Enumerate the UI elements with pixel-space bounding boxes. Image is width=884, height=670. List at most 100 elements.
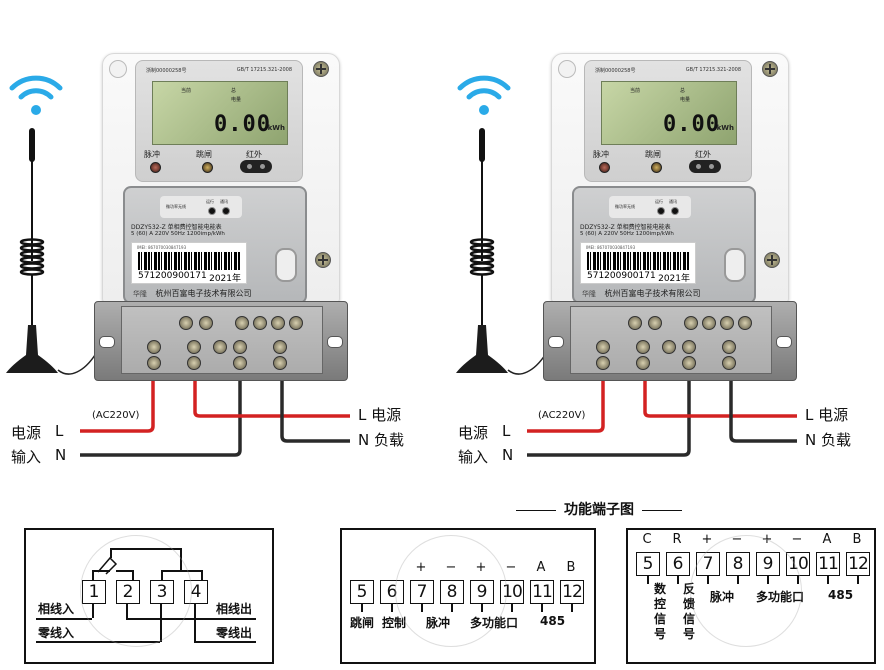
terminal-6-tick xyxy=(677,576,679,584)
neutral-in-line xyxy=(36,641,160,643)
terminal-screw-icon xyxy=(273,340,287,354)
rs485-label: 485 xyxy=(828,588,854,602)
bridge-line xyxy=(92,570,110,572)
neutral-output-wire xyxy=(729,376,797,443)
pulse-label: 脉冲 xyxy=(710,590,735,604)
serial-number: 571200900171 xyxy=(138,271,207,281)
input-label: 输入 xyxy=(458,448,489,466)
input-l-label: L xyxy=(502,422,511,440)
terminal-screw-icon xyxy=(722,340,736,354)
standard-text: GB/T 17215.321-2008 xyxy=(685,67,741,73)
title-dash xyxy=(516,509,556,511)
lead-line xyxy=(194,604,196,642)
run-led-icon xyxy=(657,207,665,215)
barcode-label: IMEI: 867070030847193 571200900171 2021年 xyxy=(131,242,247,284)
pulse-label: 脉冲 xyxy=(593,150,609,159)
manufacturer-name: 杭州百富电子技术有限公司 xyxy=(604,289,701,298)
bridge-line xyxy=(110,548,112,558)
brand-logo: 华隆 xyxy=(582,290,596,298)
terminal-block xyxy=(543,301,797,381)
multifunction-label: 多功能口 xyxy=(756,590,805,604)
terminal-5-tick xyxy=(647,576,649,584)
seal-icon xyxy=(558,60,576,78)
terminal-screw-icon xyxy=(273,356,287,370)
meter-body: 浙制00000258号 GB/T 17215.321-2008 当前 总 电量 … xyxy=(102,53,340,304)
lcd-label-current: 当前 xyxy=(181,88,192,94)
imei-text: IMEI: 867070030847193 xyxy=(586,245,636,250)
brand-line: 华隆 杭州百富电子技术有限公司 xyxy=(582,288,701,299)
numeric-signal-label: 数控信号 xyxy=(654,582,667,641)
terminal-12: 12 xyxy=(846,552,870,576)
title-dash xyxy=(642,509,682,511)
terminal-11-tick xyxy=(827,576,829,584)
control-label: 控制 xyxy=(382,616,407,630)
antenna-icon xyxy=(6,128,58,373)
rs485-label: 485 xyxy=(540,614,566,628)
lcd-label-energy: 电量 xyxy=(680,97,691,103)
lcd-label-current: 当前 xyxy=(630,88,641,94)
bridge-line xyxy=(161,570,201,572)
neutral-input-wire xyxy=(527,376,691,457)
bridge-line xyxy=(161,570,163,580)
terminal-11-sign: A xyxy=(822,532,832,547)
infrared-label: 红外 xyxy=(246,150,262,159)
terminal-6: 6 xyxy=(380,580,404,604)
comm-led-icon xyxy=(222,207,230,215)
input-l-label: L xyxy=(55,422,64,440)
terminal-screw-icon xyxy=(596,356,610,370)
neutral-output-wire xyxy=(280,376,350,443)
wifi-icon xyxy=(457,75,511,115)
output-l-label: L 电源 xyxy=(805,406,849,424)
terminal-screw-icon xyxy=(147,356,161,370)
model-text: DDZY532-Z 单相费控智能电能表 xyxy=(580,224,671,231)
mount-slot xyxy=(776,336,792,348)
lcd-label-total: 总 xyxy=(680,88,686,94)
model-text: DDZY532-Z 单相费控智能电能表 xyxy=(131,224,222,231)
wireless-module: 微功率无线 运行 通讯 xyxy=(160,196,242,218)
title-text: 功能端子图 xyxy=(564,502,634,518)
terminal-screw-icon xyxy=(187,356,201,370)
terminal-screw-icon xyxy=(289,316,303,330)
bridge-line xyxy=(116,570,132,572)
terminal-12: 12 xyxy=(560,580,584,604)
terminal-screw-icon xyxy=(682,356,696,370)
trip-led-icon xyxy=(202,162,213,173)
live-output-wire xyxy=(643,376,797,418)
terminal-7: 7 xyxy=(410,580,434,604)
mount-slot xyxy=(99,336,115,348)
spec-text: 5 (60) A 220V 50Hz 1200imp/kWh xyxy=(131,231,225,237)
switch-contact-icon xyxy=(97,556,118,575)
module-comm-label: 通讯 xyxy=(220,199,228,204)
terminal-8-tick xyxy=(451,604,453,612)
meter-button[interactable] xyxy=(275,248,297,282)
bridge-line xyxy=(92,570,94,580)
terminal-11: 11 xyxy=(530,580,554,604)
module-comm-label: 通讯 xyxy=(669,199,677,204)
neutral-out-label: 零线出 xyxy=(216,626,253,640)
output-l-label: L 电源 xyxy=(358,406,402,424)
multifunction-label: 多功能口 xyxy=(470,616,519,630)
brand-logo: 华隆 xyxy=(133,290,147,298)
lcd-display: 当前 总 电量 0.00 kWh xyxy=(601,81,737,145)
meter-button[interactable] xyxy=(724,248,746,282)
terminal-12-sign: B xyxy=(566,560,576,575)
terminal-5-sign: C xyxy=(642,532,652,547)
terminal-screw-icon xyxy=(271,316,285,330)
barcode-icon xyxy=(138,252,240,270)
terminal-12-tick xyxy=(857,576,859,584)
nameplate: 微功率无线 运行 通讯 DDZY532-Z 单相费控智能电能表 5 (60) A… xyxy=(572,186,756,304)
terminal-12-sign: B xyxy=(852,532,862,547)
terminal-screw-icon xyxy=(147,340,161,354)
screw-icon xyxy=(315,252,331,268)
terminal-11-tick xyxy=(541,604,543,612)
terminal-7-tick xyxy=(421,604,423,612)
phase-in-line xyxy=(36,618,92,620)
terminal-9: 9 xyxy=(756,552,780,576)
terminal-screw-icon xyxy=(636,356,650,370)
terminal-6-sign: R xyxy=(672,532,682,547)
terminal-12-tick xyxy=(571,604,573,612)
terminal-11: 11 xyxy=(816,552,840,576)
terminal-screw-icon xyxy=(187,340,201,354)
terminal-screw-icon xyxy=(722,356,736,370)
cert-text: 浙制00000258号 xyxy=(146,68,187,74)
